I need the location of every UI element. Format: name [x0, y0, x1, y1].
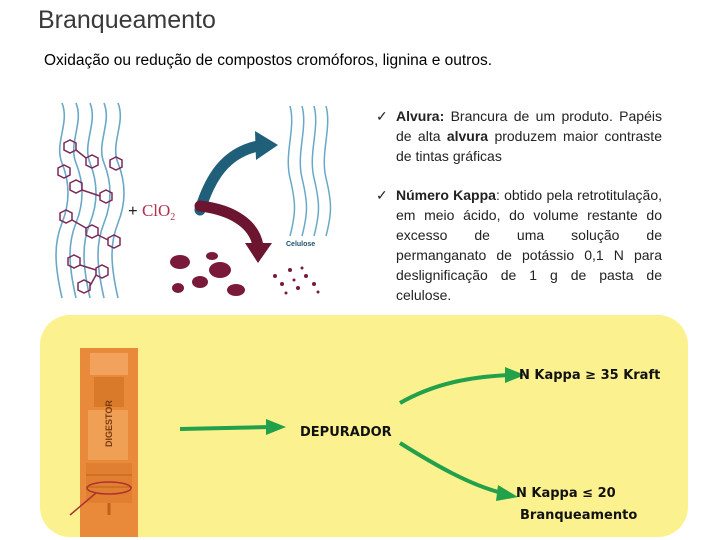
curved-arrow-up-icon: [194, 140, 264, 216]
bullet-term: Alvura:: [396, 108, 445, 124]
digester-label: DIGESTOR: [104, 400, 114, 447]
arrow-to-high-kappa-icon: [399, 373, 511, 405]
low-kappa-label: N Kappa ≤ 20: [516, 486, 616, 501]
cellulose-fibers: [287, 105, 332, 237]
curved-arrow-down-icon: [194, 200, 264, 252]
check-icon: ✓: [376, 108, 388, 124]
slide-title: Branqueamento: [38, 6, 216, 34]
slide-subtitle: Oxidação ou redução de compostos cromófo…: [44, 52, 493, 69]
high-kappa-label: N Kappa ≥ 35 Kraft: [519, 368, 661, 383]
bullet-numero-kappa: ✓ Número Kappa: obtido pela retrotitulaç…: [376, 185, 662, 305]
bullet-keyword: alvura: [446, 128, 489, 144]
check-icon: ✓: [376, 187, 388, 203]
digester-icon: [69, 348, 138, 537]
definitions-list: ✓ Alvura: Brancura de um produto. Papéis…: [376, 106, 662, 305]
bullet-alvura: ✓ Alvura: Brancura de um produto. Papéis…: [376, 106, 662, 166]
depurador-label: DEPURADOR: [300, 425, 392, 440]
arrow-to-low-kappa-icon: [398, 441, 503, 495]
cellulose-label: Celulose: [286, 241, 315, 248]
arrow-to-depurador-icon: [179, 425, 271, 431]
reagent-label: + ClO2: [128, 201, 175, 223]
process-panel: DIGESTOR DEPURADOR N Kappa ≥ 35 Kraft N …: [40, 315, 688, 537]
bullet-text: Brancura de um produto. Papéis de alta: [396, 108, 662, 144]
lignin-fragments: [170, 252, 320, 296]
bleaching-label: Branqueamento: [520, 508, 638, 523]
bullet-text-end: produzem maior contraste de tintas gráfi…: [396, 128, 662, 164]
bleaching-illustration: + ClO2 Celulose: [50, 98, 340, 303]
bullet-text: : obtido pela retrotitulação, em meio ác…: [396, 187, 662, 303]
bullet-term: Número Kappa: [396, 187, 496, 203]
lignin-rings: [57, 139, 123, 294]
